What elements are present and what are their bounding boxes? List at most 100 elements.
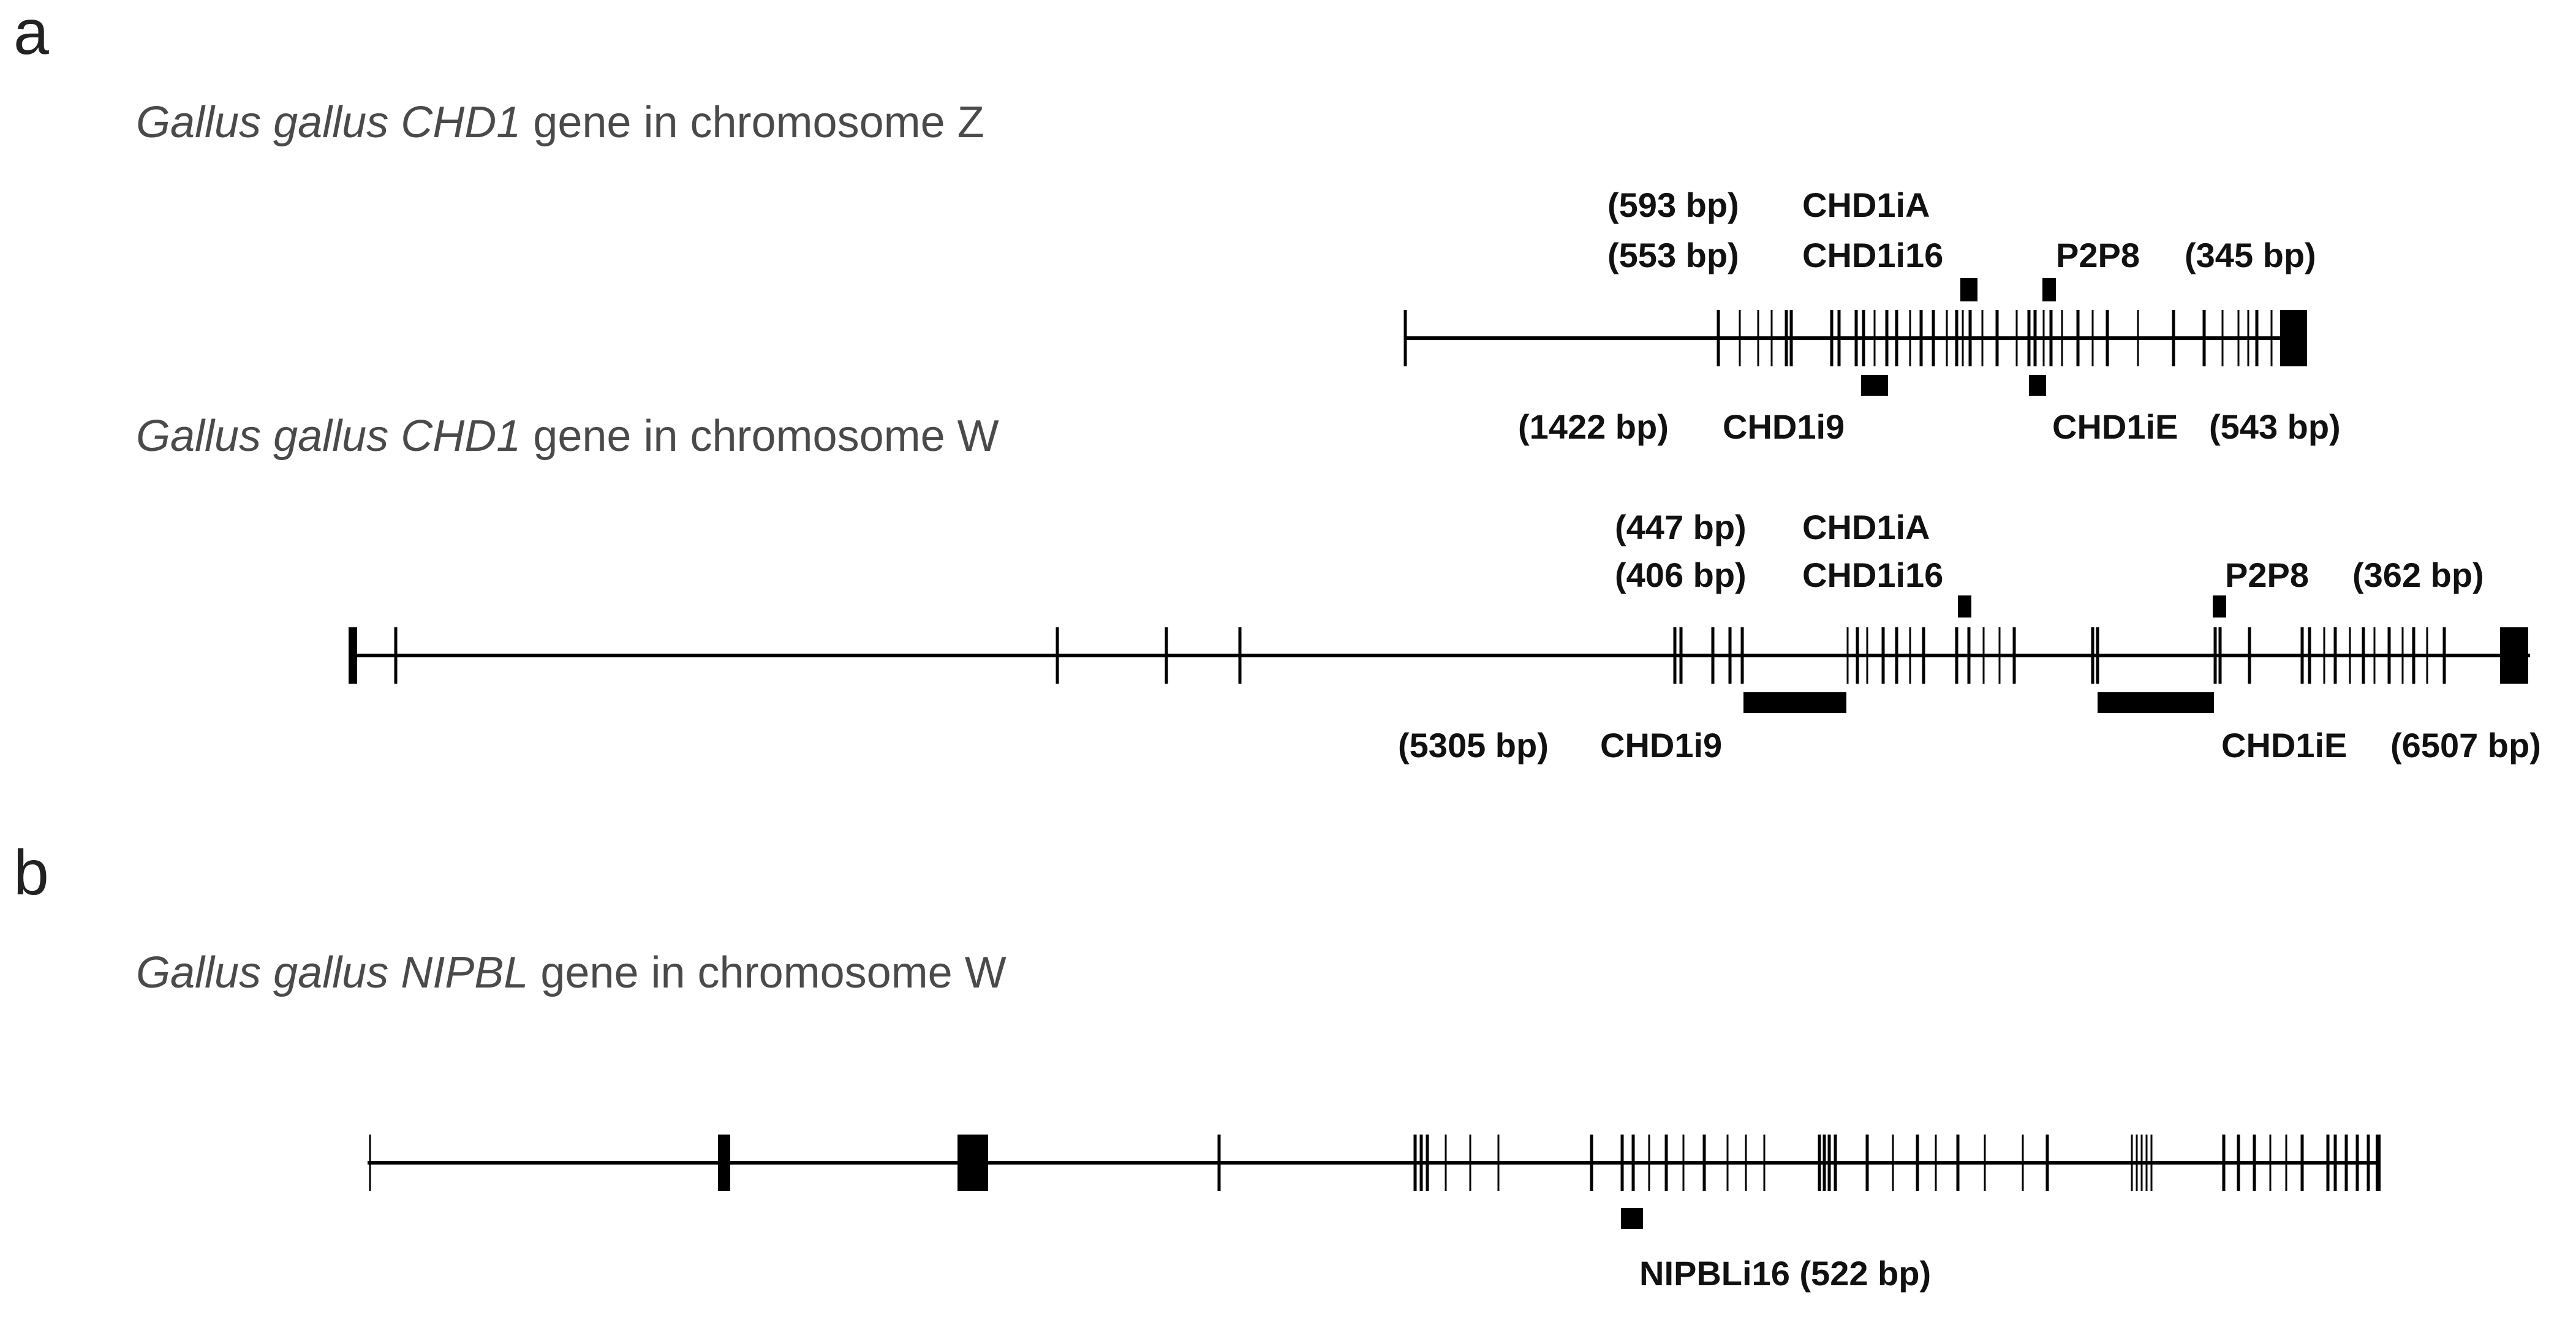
exon-mark <box>2140 1135 2143 1191</box>
exon-mark <box>1946 310 1948 366</box>
amplicon-chd1ie <box>2098 692 2214 713</box>
exon-mark <box>2344 1135 2348 1191</box>
exon-mark <box>2412 627 2415 684</box>
exon-mark <box>1426 1135 1429 1191</box>
exon-mark <box>2500 627 2528 684</box>
exon-mark <box>1818 1135 1821 1191</box>
exon-mark <box>2237 1135 2240 1191</box>
label-chd1i16: CHD1i16 <box>1802 236 1943 274</box>
exon-mark <box>1728 627 1732 684</box>
exon-mark <box>2255 310 2259 366</box>
exon-mark <box>1413 1135 1417 1191</box>
exon-mark <box>1909 310 1911 366</box>
amplicon-p2p8 <box>2042 278 2056 301</box>
exon-mark <box>2269 1135 2272 1191</box>
exon-mark <box>2349 627 2351 684</box>
exon-mark <box>2145 1135 2148 1191</box>
exon-mark <box>2285 1135 2287 1191</box>
exon-mark <box>1895 627 1898 684</box>
exon-mark <box>2376 1135 2381 1191</box>
exon-mark <box>1445 1135 1447 1191</box>
label-chd1i9: CHD1i9 <box>1600 726 1722 765</box>
exon-mark <box>394 627 398 684</box>
gene-name: CHD1 <box>401 98 521 147</box>
gene-name: CHD1 <box>401 412 521 461</box>
exon-mark <box>1664 1135 1668 1191</box>
label-size-6507: (6507 bp) <box>2390 726 2541 765</box>
label-nipbli16: NIPBLi16 (522 bp) <box>1639 1254 1931 1293</box>
exon-mark <box>1881 627 1885 684</box>
species-name: Gallus gallus <box>136 948 388 997</box>
gene-name: NIPBL <box>401 948 528 997</box>
label-p2p8: P2P8 <box>2225 556 2309 594</box>
exon-mark <box>2333 1135 2337 1191</box>
exon-mark <box>2362 627 2365 684</box>
amplicon-chd1ia-chd1i16 <box>1960 278 1977 301</box>
exon-mark <box>958 1135 988 1191</box>
gene-chd1-w: Gallus gallus CHD1 gene in chromosome W … <box>136 412 2541 765</box>
exon-mark <box>2027 310 2031 366</box>
gene-title-suffix: gene in chromosome W <box>528 948 1006 997</box>
exon-mark <box>1822 1135 1826 1191</box>
exon-mark <box>2045 1135 2049 1191</box>
exon-mark <box>1419 1135 1423 1191</box>
label-size-543: (543 bp) <box>2209 407 2341 446</box>
exon-mark <box>1922 627 1925 684</box>
panel-letter-a: a <box>13 0 49 68</box>
gene-title-nipbl-w: Gallus gallus NIPBL gene in chromosome W <box>136 948 1007 997</box>
label-p2p8: P2P8 <box>2056 236 2140 274</box>
exon-mark <box>1885 310 1889 366</box>
exon-mark <box>1834 1135 1837 1191</box>
exon-mark <box>1846 627 1849 684</box>
exon-mark <box>2442 627 2446 684</box>
exon-mark <box>2091 627 2094 684</box>
exon-mark <box>1497 1135 1500 1191</box>
amplicon-p2p8 <box>2213 595 2226 618</box>
species-name: Gallus gallus <box>136 98 388 147</box>
exon-mark <box>2136 1135 2138 1191</box>
exon-mark <box>1982 627 1985 684</box>
exon-mark <box>718 1135 730 1191</box>
exon-mark <box>1717 310 1720 366</box>
exon-mark <box>1770 310 1773 366</box>
exon-mark <box>1984 1135 1986 1191</box>
exon-mark <box>2012 627 2016 684</box>
exon-mark <box>2333 627 2337 684</box>
exon-mark <box>2253 1135 2256 1191</box>
exon-mark <box>1217 1135 1221 1191</box>
exon-mark <box>1895 310 1898 366</box>
amplicon-chd1i9 <box>1743 692 1846 713</box>
exon-mark <box>2355 1135 2359 1191</box>
exon-mark <box>1702 1135 1706 1191</box>
exon-mark <box>1856 627 1859 684</box>
label-size-345: (345 bp) <box>2185 236 2316 274</box>
exon-mark <box>1620 1135 1624 1191</box>
exon-group <box>369 1135 2381 1191</box>
exon-mark <box>2106 310 2109 366</box>
exon-mark <box>369 1135 371 1191</box>
label-size-406: (406 bp) <box>1615 556 1747 594</box>
amplicon-chd1ia-chd1i16 <box>1958 595 1971 618</box>
exon-mark <box>1648 1135 1650 1191</box>
exon-mark <box>2033 310 2037 366</box>
exon-mark <box>1403 310 1407 366</box>
exon-mark <box>349 627 357 684</box>
exon-mark <box>2172 310 2175 366</box>
exon-mark <box>1995 310 1999 366</box>
exon-mark <box>1238 627 1242 684</box>
exon-mark <box>1679 627 1683 684</box>
exon-mark <box>1865 1135 1869 1191</box>
exon-mark <box>2022 1135 2024 1191</box>
gene-chd1-z: Gallus gallus CHD1 gene in chromosome Z … <box>136 98 2341 446</box>
exon-mark <box>2237 310 2240 366</box>
exon-mark <box>1932 310 1935 366</box>
exon-mark <box>1056 627 1059 684</box>
exon-mark <box>2308 627 2311 684</box>
exon-mark <box>1916 1135 1919 1191</box>
exon-mark <box>1745 1135 1747 1191</box>
exon-mark <box>1862 310 1865 366</box>
label-size-447: (447 bp) <box>1615 508 1747 546</box>
exon-mark <box>2373 627 2376 684</box>
label-size-1422: (1422 bp) <box>1518 407 1669 446</box>
